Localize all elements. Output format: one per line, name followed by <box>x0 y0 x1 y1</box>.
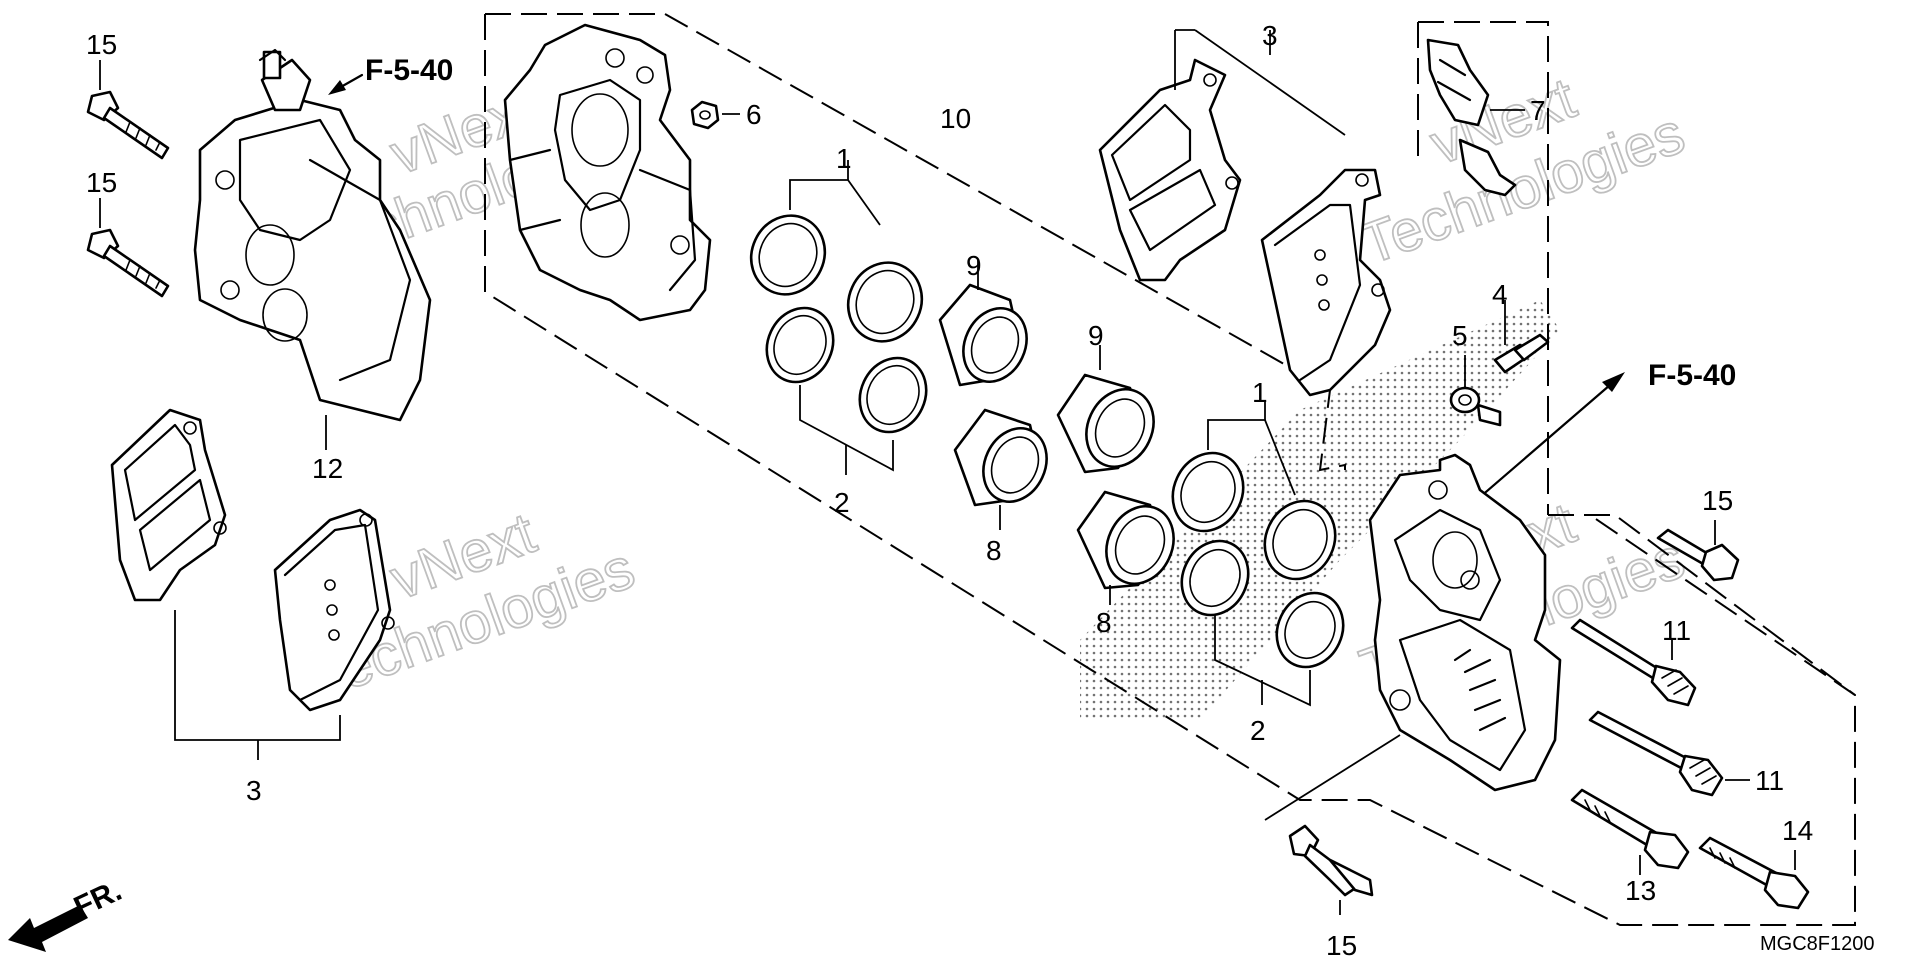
callout-11-b: 11 <box>1755 765 1784 796</box>
callout-13: 13 <box>1625 875 1656 906</box>
caliper-assembly-left <box>193 48 432 422</box>
callout-8-b: 8 <box>1096 607 1112 638</box>
diagram-code: MGC8F1200 <box>1760 933 1875 955</box>
callout-1-b: 1 <box>1252 377 1268 408</box>
callout-5: 5 <box>1452 320 1468 351</box>
pin-11-a <box>1570 618 1697 707</box>
brake-pad-top-b <box>1260 168 1392 397</box>
callout-4: 4 <box>1492 279 1508 310</box>
seal-set-bottom <box>1171 451 1345 669</box>
callout-10: 10 <box>940 103 971 134</box>
pin-14 <box>1698 836 1810 910</box>
caliper-body-half <box>503 23 712 322</box>
callout-15-c: 15 <box>1702 485 1733 516</box>
ref-f540-left: F-5-40 <box>365 54 453 87</box>
callout-15-d: 15 <box>1326 930 1357 960</box>
callout-7: 7 <box>1530 95 1546 126</box>
caliper-body-right <box>1368 453 1562 792</box>
group-outline-main <box>484 14 1856 926</box>
piston-8-b <box>1076 490 1175 590</box>
callout-3-a: 3 <box>1262 20 1278 51</box>
bleeder-valve-4 <box>1493 333 1550 374</box>
group-outline-right <box>1418 21 1549 515</box>
brake-pad-left-b <box>273 508 395 712</box>
bolt-15-top-left-1 <box>86 90 170 160</box>
callout-8-a: 8 <box>986 535 1002 566</box>
pin-11-b <box>1588 710 1724 797</box>
callout-3-b: 3 <box>246 775 262 806</box>
callout-11-a: 11 <box>1662 615 1691 646</box>
callout-2-b: 2 <box>1250 715 1266 746</box>
callout-12: 12 <box>312 453 343 484</box>
bolt-15-right <box>1656 528 1740 582</box>
callout-14: 14 <box>1782 815 1813 846</box>
front-direction-arrow: FR. <box>8 874 127 952</box>
bolt-15-top-left-2 <box>86 228 170 298</box>
group-outline-top <box>485 13 1346 472</box>
piston-8-a <box>953 408 1048 507</box>
pin-13 <box>1570 788 1690 870</box>
callout-9-b: 9 <box>1088 320 1104 351</box>
piston-9-b <box>1056 373 1155 474</box>
pad-spring-7 <box>1426 38 1517 197</box>
brake-pad-top-a <box>1098 58 1242 282</box>
group-outline-pins <box>1548 514 1856 696</box>
bolt-15-bottom <box>1288 824 1374 897</box>
callout-15-b: 15 <box>86 167 117 198</box>
callout-2-a: 2 <box>834 487 850 518</box>
callout-9-a: 9 <box>966 250 982 281</box>
callout-1-a: 1 <box>836 143 852 174</box>
callout-15-a: 15 <box>86 29 117 60</box>
seal-set-top <box>749 214 928 434</box>
ref-f540-right: F-5-40 <box>1648 359 1736 392</box>
piston-9-a <box>938 283 1028 387</box>
brake-pad-left-a <box>110 408 227 602</box>
callout-6: 6 <box>746 99 762 130</box>
nut-6 <box>690 100 720 130</box>
